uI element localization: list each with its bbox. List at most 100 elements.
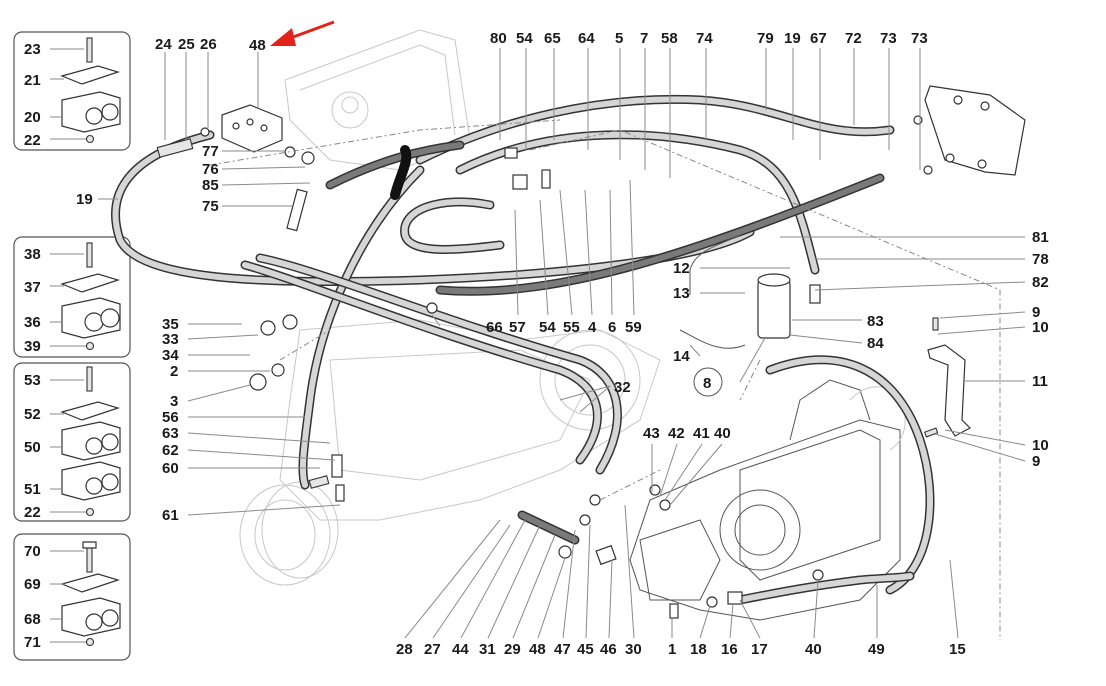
callout-74: 74 bbox=[696, 30, 713, 47]
right-callouts: 81 78 82 9 10 11 10 9 bbox=[1032, 229, 1049, 470]
callout-73a: 73 bbox=[880, 30, 897, 47]
callout-6: 6 bbox=[608, 319, 616, 336]
callout-1: 1 bbox=[668, 641, 676, 658]
left-callouts: 19 77 76 85 75 35 33 34 2 3 56 63 62 60 … bbox=[76, 143, 219, 524]
callout-30: 30 bbox=[625, 641, 642, 658]
callout-72: 72 bbox=[845, 30, 862, 47]
inset-clamp-set-c: 53 52 50 51 22 bbox=[13, 362, 131, 522]
callout-10-bottom: 10 bbox=[1032, 437, 1049, 454]
callout-58: 58 bbox=[661, 30, 678, 47]
callout-83: 83 bbox=[867, 313, 884, 330]
callout-32: 32 bbox=[614, 379, 631, 396]
callout-65: 65 bbox=[544, 30, 561, 47]
callout-14: 14 bbox=[673, 348, 690, 365]
callout-4: 4 bbox=[588, 319, 597, 336]
callout-42: 42 bbox=[668, 425, 685, 442]
callout-35: 35 bbox=[162, 316, 179, 333]
callout-64: 64 bbox=[578, 30, 595, 47]
background-machinery bbox=[239, 29, 906, 621]
callout-59: 59 bbox=[625, 319, 642, 336]
callout-57: 57 bbox=[509, 319, 526, 336]
callout-38: 38 bbox=[24, 246, 41, 263]
callout-82: 82 bbox=[1032, 274, 1049, 291]
callout-80: 80 bbox=[490, 30, 507, 47]
inset-clamp-set-a: 23 21 20 22 bbox=[13, 31, 131, 151]
inset-clamp-set-b: 38 37 36 39 bbox=[13, 236, 131, 358]
callout-51: 51 bbox=[24, 481, 41, 498]
callout-67: 67 bbox=[810, 30, 827, 47]
callout-84: 84 bbox=[867, 335, 884, 352]
callout-31: 31 bbox=[479, 641, 496, 658]
callout-54-center: 54 bbox=[539, 319, 556, 336]
callout-48-bottom: 48 bbox=[529, 641, 546, 658]
callout-56: 56 bbox=[162, 409, 179, 426]
callout-68: 68 bbox=[24, 611, 41, 628]
callout-8-circled: 8 bbox=[703, 375, 711, 392]
hoses bbox=[111, 94, 935, 605]
parts bbox=[156, 85, 1026, 619]
callout-11: 11 bbox=[1032, 373, 1048, 390]
callout-63: 63 bbox=[162, 425, 179, 442]
callout-77: 77 bbox=[202, 143, 219, 160]
callout-9-bottom: 9 bbox=[1032, 453, 1040, 470]
callout-25: 25 bbox=[178, 36, 195, 53]
callout-48-highlighted: 48 bbox=[249, 37, 266, 54]
callout-27: 27 bbox=[424, 641, 441, 658]
inset-clamp-set-d: 70 69 68 71 bbox=[13, 533, 131, 661]
callout-55: 55 bbox=[563, 319, 580, 336]
callout-66: 66 bbox=[486, 319, 503, 336]
callout-40-bottom: 40 bbox=[805, 641, 822, 658]
callout-45: 45 bbox=[577, 641, 594, 658]
callout-15: 15 bbox=[949, 641, 966, 658]
callout-13: 13 bbox=[673, 285, 690, 302]
callout-50: 50 bbox=[24, 439, 41, 456]
top-callouts: 24 25 26 48 80 54 65 64 5 7 58 74 79 19 … bbox=[155, 30, 928, 54]
callout-3: 3 bbox=[170, 393, 178, 410]
callout-2: 2 bbox=[170, 363, 178, 380]
callout-39: 39 bbox=[24, 338, 41, 355]
callout-7: 7 bbox=[640, 30, 648, 47]
callout-75: 75 bbox=[202, 198, 219, 215]
callout-43: 43 bbox=[643, 425, 660, 442]
callout-69: 69 bbox=[24, 576, 41, 593]
bottom-callouts: 28 27 44 31 29 48 47 45 46 30 1 18 16 17… bbox=[396, 641, 966, 658]
callout-49: 49 bbox=[868, 641, 885, 658]
callout-12: 12 bbox=[673, 260, 690, 277]
callout-29: 29 bbox=[504, 641, 521, 658]
callout-81: 81 bbox=[1032, 229, 1049, 246]
callout-76: 76 bbox=[202, 161, 219, 178]
callout-22: 22 bbox=[24, 132, 41, 149]
reference-lines bbox=[209, 119, 1001, 640]
leader-lines bbox=[98, 48, 1026, 639]
callout-44: 44 bbox=[452, 641, 469, 658]
callout-5: 5 bbox=[615, 30, 623, 47]
callout-52: 52 bbox=[24, 406, 41, 423]
callout-53: 53 bbox=[24, 372, 41, 389]
callout-62: 62 bbox=[162, 442, 179, 459]
callout-54: 54 bbox=[516, 30, 533, 47]
callout-10-top: 10 bbox=[1032, 319, 1049, 336]
callout-21: 21 bbox=[24, 72, 41, 89]
arrow-head-icon bbox=[270, 28, 296, 46]
callout-22b: 22 bbox=[24, 504, 41, 521]
callout-61: 61 bbox=[162, 507, 179, 524]
callout-20: 20 bbox=[24, 109, 41, 126]
callout-19-top: 19 bbox=[784, 30, 801, 47]
callout-16: 16 bbox=[721, 641, 738, 658]
callout-60: 60 bbox=[162, 460, 179, 477]
callout-41: 41 bbox=[693, 425, 710, 442]
highlight-arrow bbox=[270, 20, 335, 46]
callout-33: 33 bbox=[162, 331, 179, 348]
callout-71: 71 bbox=[24, 634, 41, 651]
callout-73b: 73 bbox=[911, 30, 928, 47]
callout-70: 70 bbox=[24, 543, 41, 560]
callout-23: 23 bbox=[24, 41, 41, 58]
callout-37: 37 bbox=[24, 279, 41, 296]
callout-9-top: 9 bbox=[1032, 304, 1040, 321]
callout-34: 34 bbox=[162, 347, 179, 364]
callout-17: 17 bbox=[751, 641, 768, 658]
callout-18: 18 bbox=[690, 641, 707, 658]
callout-85: 85 bbox=[202, 177, 219, 194]
callout-46: 46 bbox=[600, 641, 617, 658]
